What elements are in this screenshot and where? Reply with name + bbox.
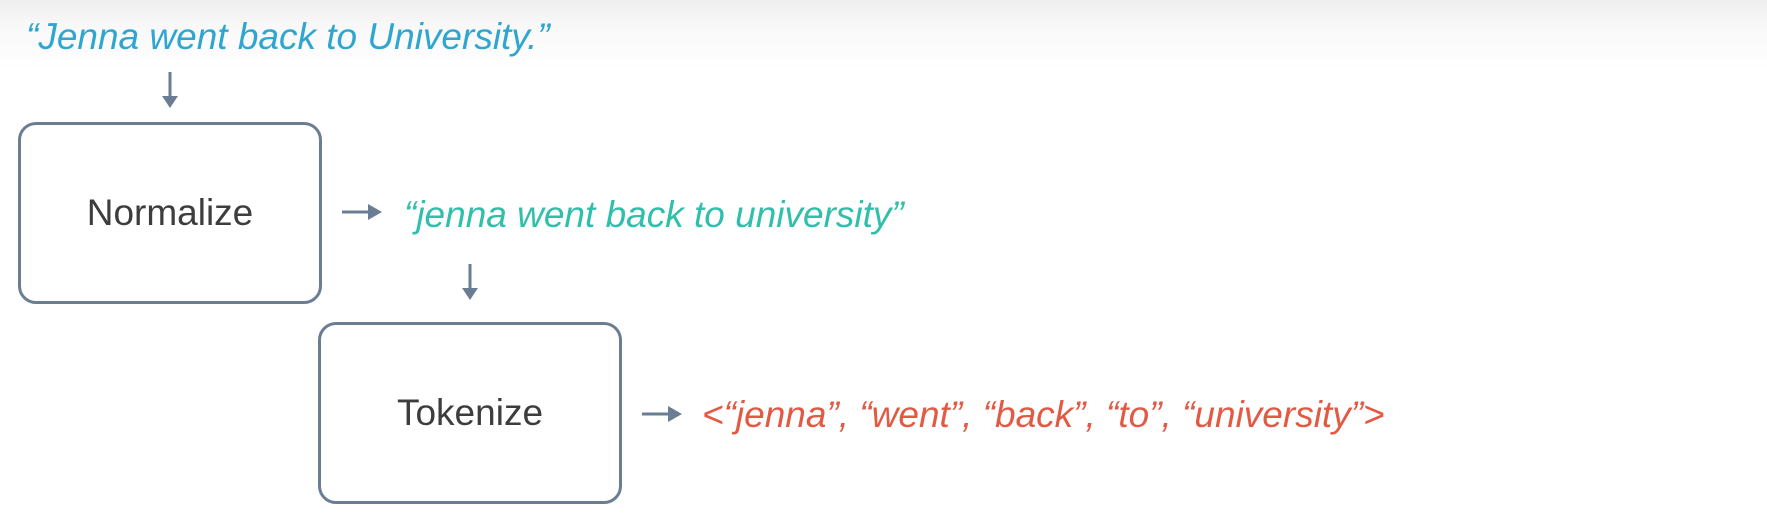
normalize-label: Normalize [86, 192, 254, 233]
token-list: <“jenna”, “went”, “back”, “to”, “univers… [702, 394, 1385, 435]
tokenize-label: Tokenize [396, 392, 544, 433]
tokenize-box: Tokenize [318, 322, 622, 504]
arrow-down-to-tokenize [462, 264, 478, 300]
input-sentence: “Jenna went back to University.” [26, 16, 550, 57]
normalize-box: Normalize [18, 122, 322, 304]
normalized-sentence: “jenna went back to university” [404, 194, 904, 235]
arrow-right-from-normalize [342, 204, 382, 220]
arrow-right-from-tokenize [642, 406, 682, 422]
top-shade [0, 0, 1767, 70]
arrow-down-to-normalize [162, 72, 178, 108]
